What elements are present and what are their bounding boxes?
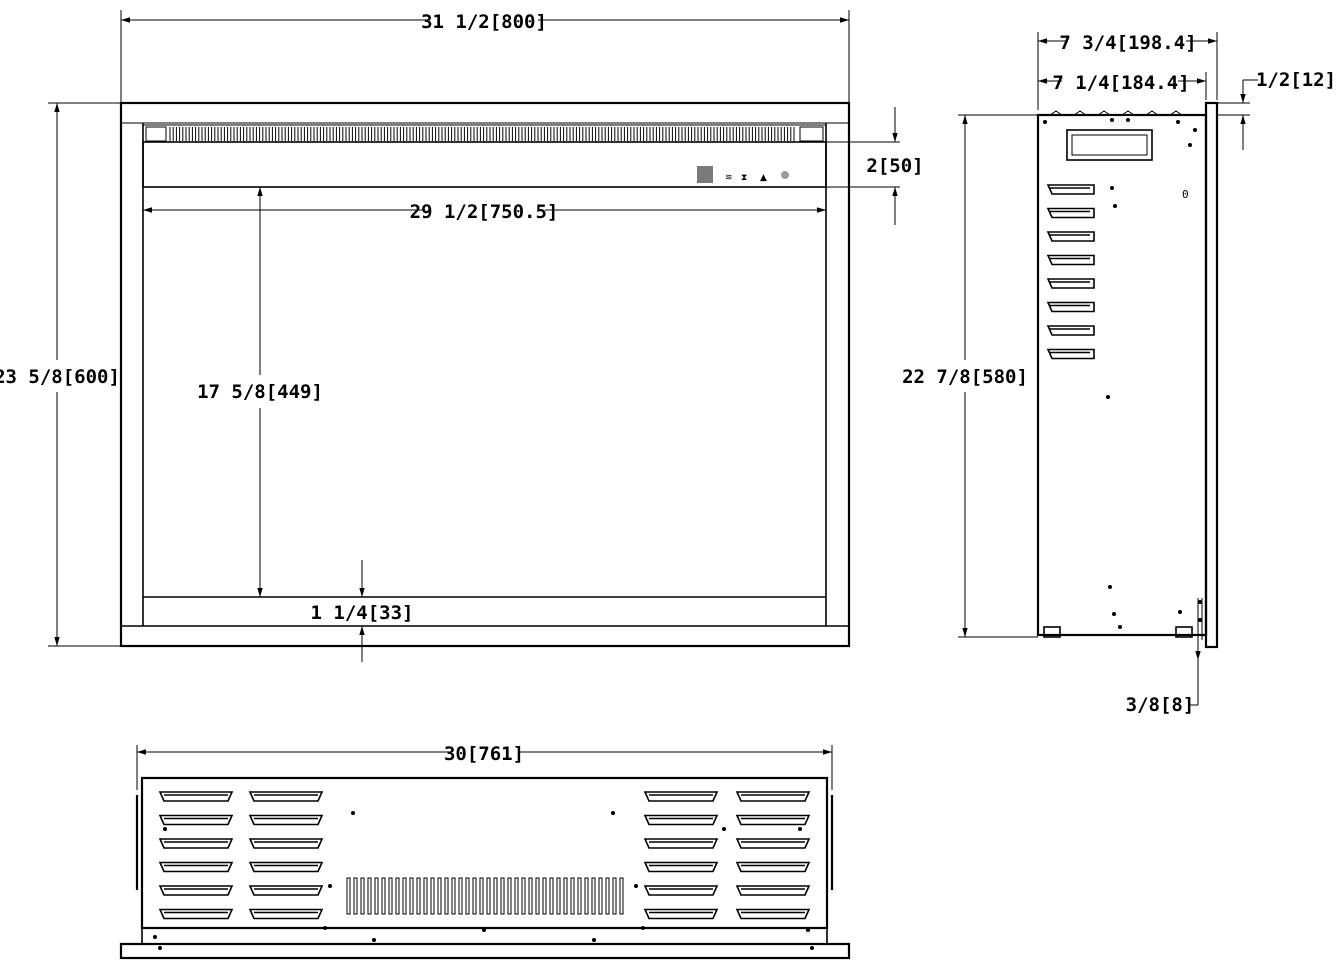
bottom-louver [248, 814, 324, 826]
bottom-louver [158, 791, 234, 802]
bottom-louver [643, 908, 719, 920]
side-louver [1046, 231, 1095, 242]
side-louver [1046, 254, 1095, 266]
bottom-louver [248, 838, 324, 849]
side-trim [1204, 101, 1219, 649]
dim-front-opening-width: 29 1/2[750.5] [410, 201, 559, 223]
bottom-view: 30[761] [119, 743, 851, 960]
side-louver [1046, 325, 1095, 336]
side-louver [1046, 184, 1095, 195]
dim-side-overall-depth: 7 3/4[198.4] [1059, 32, 1196, 54]
bottom-louver [158, 814, 234, 826]
bottom-louver [248, 791, 324, 802]
bottom-louver [735, 791, 811, 802]
control-panel [142, 141, 827, 188]
bottom-louver [248, 861, 324, 873]
bottom-trim [119, 942, 851, 960]
bottom-louver [643, 838, 719, 849]
bottom-louver [158, 885, 234, 896]
power-button [697, 166, 713, 183]
side-label: 0 [1182, 188, 1189, 201]
side-louver [1046, 278, 1095, 289]
dim-front-bottom-trim: 1 1/4[33] [311, 602, 414, 624]
timer-icon: ⧗ [741, 173, 747, 183]
side-view: 0 7 3/4[198.4] 7 1/4[184.4] 1/2[12] 22 7… [902, 32, 1336, 716]
flame-icon: ≋ [725, 173, 733, 183]
bottom-louver [735, 861, 811, 873]
side-bracket [1066, 129, 1153, 161]
led-indicator [781, 171, 789, 179]
dim-front-opening-height: 17 5/8[449] [197, 381, 323, 403]
dim-front-overall-width: 31 1/2[800] [421, 11, 547, 33]
bottom-louver [158, 908, 234, 920]
bottom-louver [735, 838, 811, 849]
bottom-louver [248, 885, 324, 896]
heat-icon: ▲ [760, 173, 767, 183]
bottom-louver [158, 861, 234, 873]
side-louver [1046, 207, 1095, 219]
dim-side-body-depth: 7 1/4[184.4] [1052, 72, 1189, 94]
front-view: ≋ ⧗ ▲ 31 1/2[800] 23 5/8[600] 2[50] 29 1… [0, 10, 924, 662]
side-body [1036, 113, 1208, 637]
bottom-louver [643, 791, 719, 802]
top-vent-strip [142, 124, 827, 143]
bottom-louver [735, 908, 811, 920]
dim-bottom-width: 30[761] [444, 743, 524, 765]
dim-front-top-trim: 2[50] [866, 155, 923, 177]
bottom-louver [643, 885, 719, 896]
dim-side-trim-thickness: 1/2[12] [1256, 69, 1336, 91]
bottom-louver [643, 861, 719, 873]
dim-side-body-height: 22 7/8[580] [902, 366, 1028, 388]
bottom-louver [735, 814, 811, 826]
side-louver [1046, 301, 1095, 313]
bottom-louver [248, 908, 324, 920]
bottom-louver [158, 838, 234, 849]
bottom-louver [735, 885, 811, 896]
side-louver [1046, 348, 1095, 360]
bottom-body [140, 776, 829, 930]
dim-side-bottom-offset: 3/8[8] [1126, 694, 1195, 716]
bottom-louver [643, 814, 719, 826]
front-outer-frame [119, 101, 851, 648]
dim-front-overall-height: 23 5/8[600] [0, 366, 120, 388]
